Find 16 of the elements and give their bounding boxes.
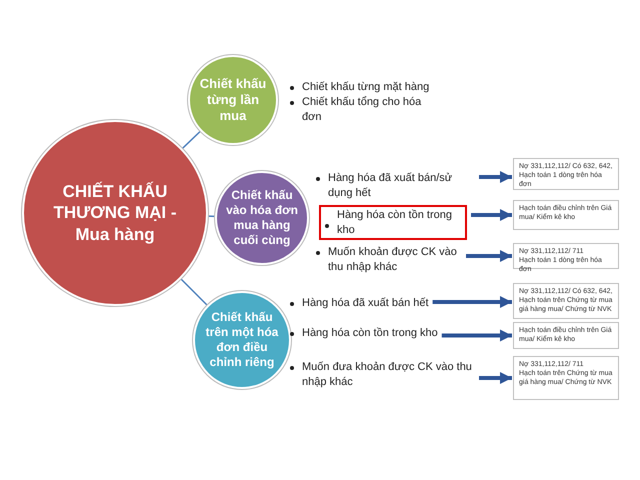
arrow	[442, 330, 512, 342]
arrow	[479, 171, 512, 183]
bullet-item: Chiết khấu tổng cho hóa đơn	[302, 95, 422, 125]
bullet-item: Hàng hóa đã xuất bán hết	[290, 296, 429, 318]
bullet-item: Muốn khoản được CK vào thu nhập khác	[316, 245, 462, 279]
connector-line	[182, 130, 202, 150]
bullet-item: Chiết khấu từng mặt hàng	[302, 80, 430, 95]
arrow	[466, 250, 512, 262]
bullet-item: Hàng hóa đã xuất bán/sử dụng hết	[316, 171, 475, 205]
highlighted-bullet-item: Hàng hóa còn tồn trong kho	[319, 205, 467, 240]
connector-line	[180, 278, 208, 306]
arrow	[479, 372, 512, 384]
bullet-item: Hàng hóa còn tồn trong kho	[290, 326, 438, 348]
arrow	[432, 296, 512, 308]
bullet-item: Muốn đưa khoản được CK vào thu nhập khác	[290, 360, 475, 394]
arrow	[471, 209, 512, 221]
